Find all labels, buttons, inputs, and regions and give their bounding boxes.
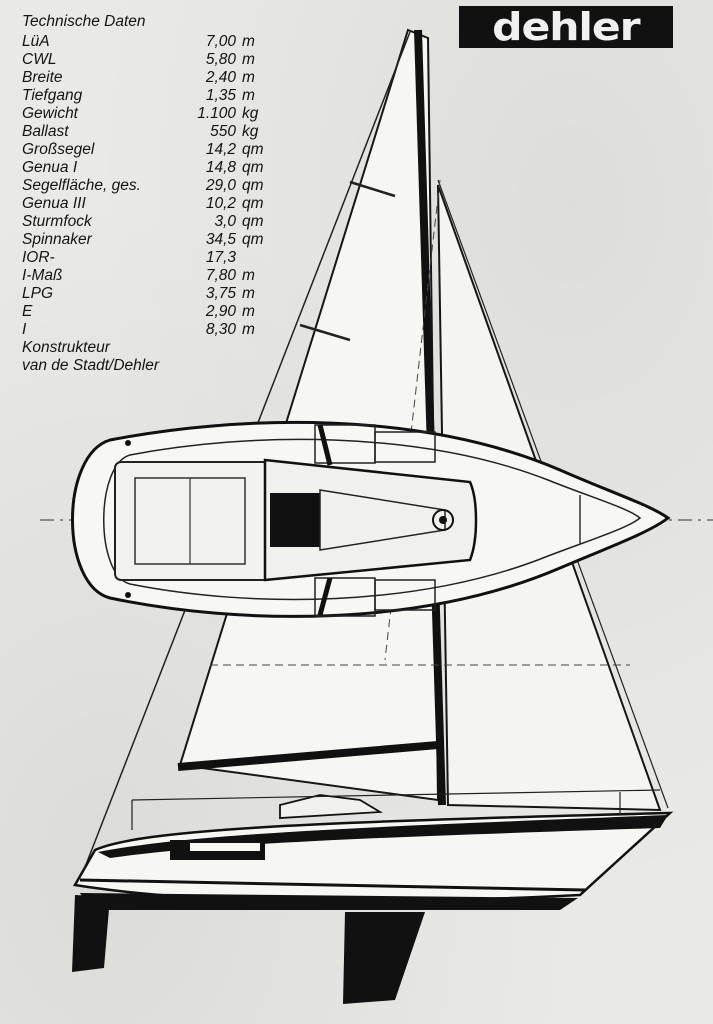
spec-unit: m xyxy=(242,321,255,338)
spec-unit: qm xyxy=(242,141,264,158)
spec-row: I 8,30 m xyxy=(22,321,272,339)
spec-value: 7,00 xyxy=(205,33,236,50)
dehler-logo: dehler xyxy=(459,6,673,48)
spec-value: 34,5 xyxy=(205,231,236,248)
spec-label: Ballast xyxy=(22,123,69,140)
spec-label: LPG xyxy=(22,285,54,302)
spec-value: 1.100 xyxy=(197,105,236,122)
spec-value: 14,8 xyxy=(205,159,236,176)
spec-value: 8,30 xyxy=(205,321,236,338)
spec-value: 2,40 xyxy=(205,69,236,86)
spec-label: Tiefgang xyxy=(22,87,83,104)
deck-plan xyxy=(71,420,671,618)
rudder xyxy=(72,895,110,972)
batten xyxy=(349,180,396,198)
boom xyxy=(177,741,439,771)
spec-row: LüA 7,00 m xyxy=(22,33,272,51)
spec-label: Spinnaker xyxy=(22,231,92,248)
spec-label: I xyxy=(22,321,27,338)
spec-label: Segelfläche, ges. xyxy=(22,177,141,194)
spec-label: Großsegel xyxy=(22,141,95,158)
spec-label: IOR- xyxy=(22,249,55,266)
technical-data-heading: Technische Daten xyxy=(22,13,146,30)
mast xyxy=(414,29,446,806)
spec-value: 3,0 xyxy=(214,213,236,230)
spec-label: LüA xyxy=(22,33,50,50)
spec-unit: qm xyxy=(242,213,264,230)
spec-label: Gewicht xyxy=(22,105,78,122)
spec-value: 5,80 xyxy=(205,51,236,68)
spec-unit: qm xyxy=(242,195,264,212)
spec-value: 1,35 xyxy=(205,87,236,104)
spec-row: Gewicht 1.100 kg xyxy=(22,105,272,123)
spec-row: Breite 2,40 m xyxy=(22,69,272,87)
spec-value: 10,2 xyxy=(205,195,236,212)
spec-unit: qm xyxy=(242,231,264,248)
spec-value: 17,3 xyxy=(205,249,236,266)
spec-value: 7,80 xyxy=(205,267,236,284)
spec-label: CWL xyxy=(22,51,57,68)
spec-row: Großsegel 14,2 qm xyxy=(22,141,272,159)
designer-name: van de Stadt/Dehler xyxy=(22,357,160,374)
spec-row: Segelfläche, ges. 29,0 qm xyxy=(22,177,272,195)
spec-value: 14,2 xyxy=(205,141,236,158)
spec-row: IOR- 17,3 xyxy=(22,249,272,267)
logo-text: dehler xyxy=(492,5,640,49)
spec-unit: m xyxy=(242,285,255,302)
spec-unit: m xyxy=(242,51,255,68)
spec-unit: kg xyxy=(242,123,259,140)
hull-profile xyxy=(72,789,674,1004)
spec-label: Breite xyxy=(22,69,63,86)
spec-unit: m xyxy=(242,69,255,86)
spec-value: 2,90 xyxy=(205,303,236,320)
spec-unit: m xyxy=(242,267,255,284)
spec-row: E 2,90 m xyxy=(22,303,272,321)
spec-unit: m xyxy=(242,87,255,104)
spec-value: 550 xyxy=(210,123,236,140)
spec-unit: qm xyxy=(242,159,264,176)
batten xyxy=(299,323,351,342)
spec-label: Sturmfock xyxy=(22,213,92,230)
spec-value: 3,75 xyxy=(205,285,236,302)
spec-row: Spinnaker 34,5 qm xyxy=(22,231,272,249)
spec-row: Genua III 10,2 qm xyxy=(22,195,272,213)
designer-title: Konstrukteur xyxy=(22,339,110,356)
spec-row: I-Maß 7,80 m xyxy=(22,267,272,285)
spec-label: Genua III xyxy=(22,195,86,212)
spec-row: Ballast 550 kg xyxy=(22,123,272,141)
spec-row: Genua I 14,8 qm xyxy=(22,159,272,177)
rigging-dashed xyxy=(384,179,441,661)
spec-label: E xyxy=(22,303,33,320)
spec-value: 29,0 xyxy=(205,177,236,194)
spec-label: Genua I xyxy=(22,159,78,176)
spec-row: LPG 3,75 m xyxy=(22,285,272,303)
spec-row: Sturmfock 3,0 qm xyxy=(22,213,272,231)
spec-row: Tiefgang 1,35 m xyxy=(22,87,272,105)
spec-unit: m xyxy=(242,303,255,320)
spec-unit: kg xyxy=(242,105,259,122)
spec-row: CWL 5,80 m xyxy=(22,51,272,69)
spec-unit: m xyxy=(242,33,255,50)
spec-label: I-Maß xyxy=(22,267,63,284)
keel xyxy=(343,912,425,1004)
spec-unit: qm xyxy=(242,177,264,194)
